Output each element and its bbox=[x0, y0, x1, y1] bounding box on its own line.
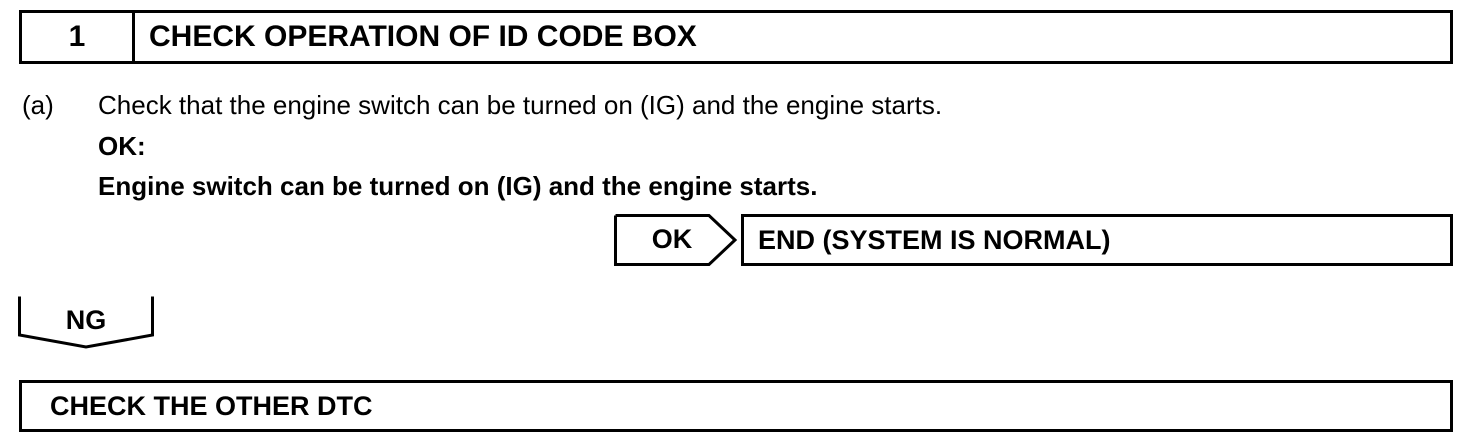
ng-branch: NG bbox=[18, 295, 158, 349]
step-title: CHECK OPERATION OF ID CODE BOX bbox=[149, 20, 697, 53]
ng-arrow-icon bbox=[18, 296, 154, 349]
ng-branch-label: NG bbox=[65, 305, 107, 335]
next-step-box: CHECK THE OTHER DTC bbox=[19, 380, 1453, 432]
step-number: 1 bbox=[22, 13, 135, 61]
ok-branch-label: OK bbox=[651, 224, 693, 254]
next-step-title: CHECK THE OTHER DTC bbox=[50, 391, 373, 421]
step-header: 1 CHECK OPERATION OF ID CODE BOX bbox=[19, 10, 1453, 64]
ok-result-box: END (SYSTEM IS NORMAL) bbox=[741, 214, 1453, 266]
ok-heading: OK: bbox=[98, 131, 146, 161]
ok-result-text: END (SYSTEM IS NORMAL) bbox=[758, 225, 1111, 255]
substep-label: (a) bbox=[22, 90, 54, 120]
substep-instruction: Check that the engine switch can be turn… bbox=[98, 90, 943, 120]
ok-condition: Engine switch can be turned on (IG) and … bbox=[98, 171, 818, 201]
ok-arrow-icon bbox=[614, 214, 738, 266]
ok-branch: OK END (SYSTEM IS NORMAL) bbox=[614, 214, 1453, 266]
